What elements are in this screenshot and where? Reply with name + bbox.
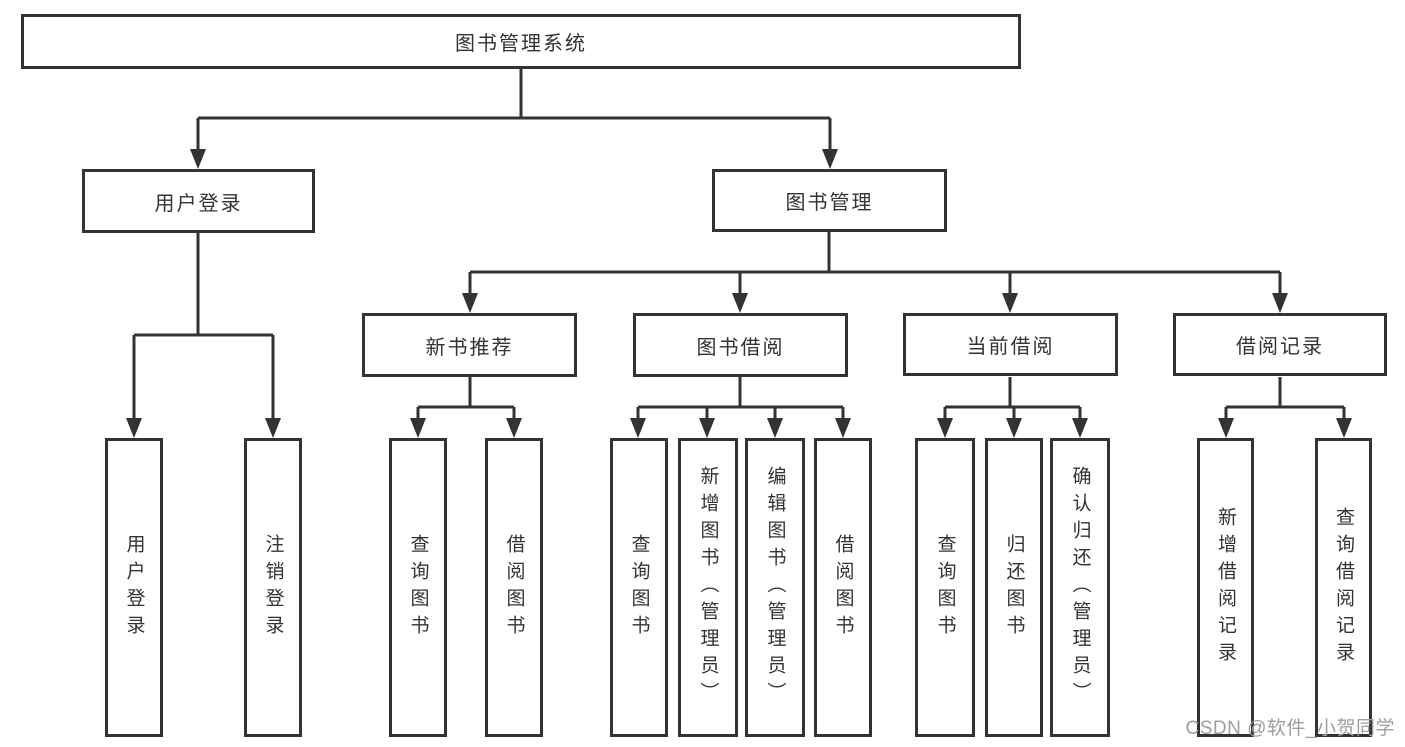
node-book-borrowing: 图书借阅 (633, 313, 848, 377)
leaf-query-books-current: 查询图书 (915, 438, 975, 737)
watermark-text: CSDN @软件_小贺同学 (1185, 718, 1395, 739)
node-library-management-system: 图书管理系统 (21, 14, 1021, 69)
leaf-query-borrow-record: 查询借阅记录 (1315, 438, 1372, 737)
node-label: 借阅记录 (1236, 336, 1324, 358)
node-user-login: 用户登录 (82, 169, 315, 233)
leaf-label: 归还图书 (1003, 533, 1025, 642)
node-label: 当前借阅 (966, 336, 1055, 358)
node-label: 用户登录 (154, 192, 243, 215)
leaf-label: 借阅图书 (503, 533, 525, 642)
node-current-borrowing: 当前借阅 (903, 313, 1118, 376)
leaf-label: 注销登录 (262, 533, 284, 642)
node-label: 新书推荐 (425, 336, 514, 359)
node-borrowing-records: 借阅记录 (1173, 313, 1387, 376)
node-label: 图书管理系统 (455, 33, 587, 55)
leaf-add-borrow-record: 新增借阅记录 (1197, 438, 1254, 737)
leaf-label: 用户登录 (123, 533, 145, 642)
leaf-add-books-admin: 新增图书（管理员） (678, 438, 738, 737)
leaf-label: 查询图书 (407, 533, 429, 642)
node-book-management: 图书管理 (712, 169, 947, 232)
leaf-query-books-recommend: 查询图书 (389, 438, 447, 737)
leaf-logout: 注销登录 (244, 438, 302, 737)
leaf-label: 查询图书 (934, 533, 956, 642)
node-label: 图书管理 (785, 192, 874, 214)
node-new-book-recommend: 新书推荐 (362, 313, 577, 377)
leaf-label: 借阅图书 (832, 533, 854, 642)
leaf-return-books: 归还图书 (985, 438, 1043, 737)
leaf-label: 查询图书 (628, 533, 650, 642)
leaf-confirm-return-admin: 确认归还（管理员） (1050, 438, 1110, 737)
leaf-label: 确认归还（管理员） (1069, 466, 1091, 709)
leaf-query-books-borrow: 查询图书 (610, 438, 668, 737)
node-label: 图书借阅 (696, 336, 785, 359)
leaf-borrow-books-recommend: 借阅图书 (485, 438, 543, 737)
leaf-borrow-books: 借阅图书 (814, 438, 872, 737)
leaf-user-login: 用户登录 (105, 438, 163, 737)
arrowheads (126, 149, 1352, 438)
connector-stems (132, 69, 1346, 424)
leaf-label: 新增图书（管理员） (697, 466, 719, 709)
leaf-edit-books-admin: 编辑图书（管理员） (745, 438, 805, 737)
leaf-label: 新增借阅记录 (1215, 506, 1236, 669)
leaf-label: 编辑图书（管理员） (764, 466, 786, 709)
leaf-label: 查询借阅记录 (1333, 506, 1354, 669)
